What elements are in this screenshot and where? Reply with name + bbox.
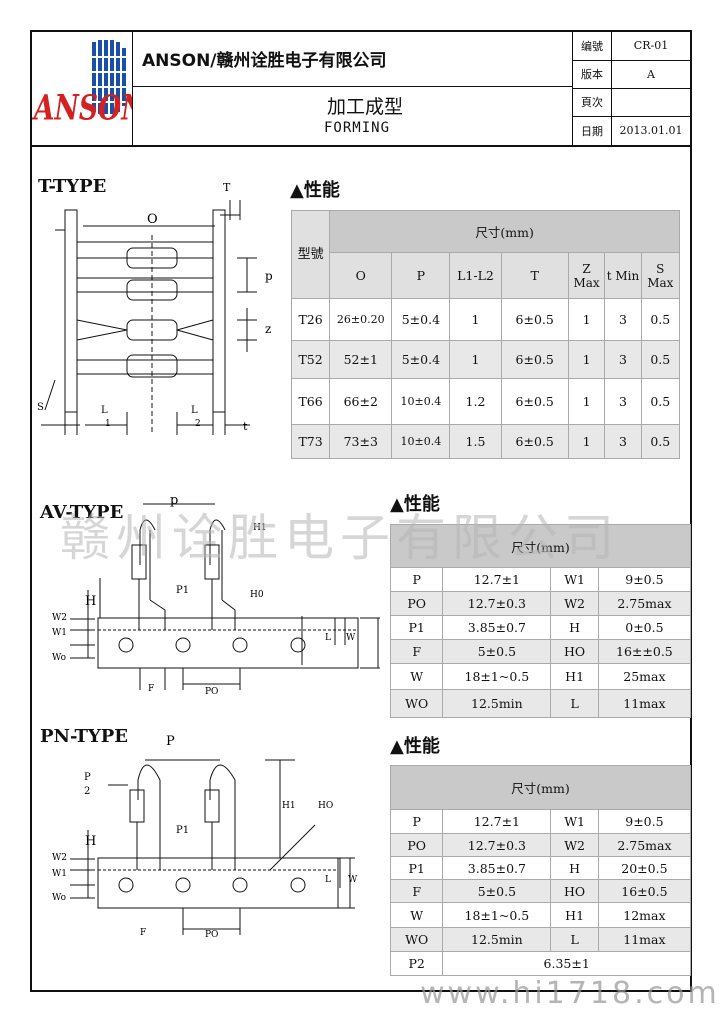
av-type-perf-title: ▲性能 — [390, 494, 440, 515]
t-dim-z: z — [265, 322, 271, 336]
pn-dim-W: W — [348, 875, 358, 885]
av-dim-H1: H1 — [253, 523, 267, 533]
t-dim-S: S — [37, 402, 44, 413]
pn-type-perf-title: ▲性能 — [390, 736, 440, 757]
document-header: ANSON ANSON/赣州诠胜电子有限公司 加工成型 FORMING 编號CR… — [31, 32, 690, 147]
pn-type-diagram: P P 2 H1 HO P1 H W2 W1 Wo L W F PO — [52, 734, 358, 940]
pn-dim-Wo: Wo — [52, 893, 66, 903]
pn-dim-P1: P1 — [176, 825, 189, 836]
t-dim-t: t — [243, 420, 248, 433]
av-dim-W2: W2 — [52, 613, 67, 623]
document-title-en: FORMING — [324, 120, 391, 136]
pn-dim-L: L — [325, 875, 331, 885]
t-type-diagram: O T p z S L 1 L 2 t — [37, 181, 273, 435]
t-type-spec-table: 型號 尺寸(mm) O P L1-L2 T Z Max t Min S Max … — [290, 210, 681, 459]
av-dim-P1: P1 — [176, 585, 189, 596]
av-dim-PO: PO — [205, 687, 218, 697]
watermark-url: www.hi1718.com — [420, 976, 720, 1011]
av-dim-H: H — [85, 594, 96, 609]
model-header: 型號 — [290, 210, 331, 299]
t-dim-p: p — [265, 269, 273, 283]
av-dim-F: F — [148, 684, 154, 694]
av-dim-p: p — [170, 493, 178, 508]
av-dim-Wo: Wo — [52, 653, 66, 663]
t-dim-O: O — [147, 212, 158, 227]
t-type-perf-title: ▲性能 — [290, 180, 340, 201]
pn-dim-W2: W2 — [52, 853, 67, 863]
pn-dim-H1: H1 — [282, 801, 296, 811]
t-dim-T: T — [223, 181, 231, 194]
t-dim-L2: L — [191, 405, 198, 416]
page-frame — [30, 30, 692, 992]
av-type-diagram: p H1 P1 H0 H W2 W1 Wo L W F PO — [52, 493, 380, 697]
av-dim-W: W — [346, 633, 356, 643]
svg-text:1: 1 — [105, 419, 111, 429]
av-dim-L: L — [325, 633, 331, 643]
pn-dim-P2: P — [84, 772, 91, 783]
av-dim-H0: H0 — [250, 590, 264, 600]
svg-text:2: 2 — [84, 786, 90, 797]
t-type-label: T-TYPE — [38, 176, 107, 197]
av-type-label: AV-TYPE — [40, 502, 124, 523]
pn-dim-W1: W1 — [52, 869, 67, 879]
company-name: ANSON/赣州诠胜电子有限公司 — [142, 51, 387, 71]
av-dim-W1: W1 — [52, 628, 67, 638]
logo-text: ANSON — [32, 88, 132, 129]
pn-dim-F: F — [140, 928, 146, 938]
pn-type-label: PN-TYPE — [40, 726, 128, 747]
pn-dim-P: P — [166, 734, 175, 749]
document-title-zh: 加工成型 — [327, 96, 404, 118]
company-logo: ANSON — [31, 32, 147, 145]
watermark-text: 赣州诠胜电子有限公司 — [60, 509, 620, 567]
pn-dim-PO: PO — [205, 930, 218, 940]
pn-dim-HO: HO — [318, 801, 333, 811]
svg-text:2: 2 — [195, 419, 201, 429]
t-dim-L1: L — [101, 405, 108, 416]
pn-dim-H: H — [85, 834, 96, 849]
size-header: 尺寸(mm) — [329, 210, 680, 253]
